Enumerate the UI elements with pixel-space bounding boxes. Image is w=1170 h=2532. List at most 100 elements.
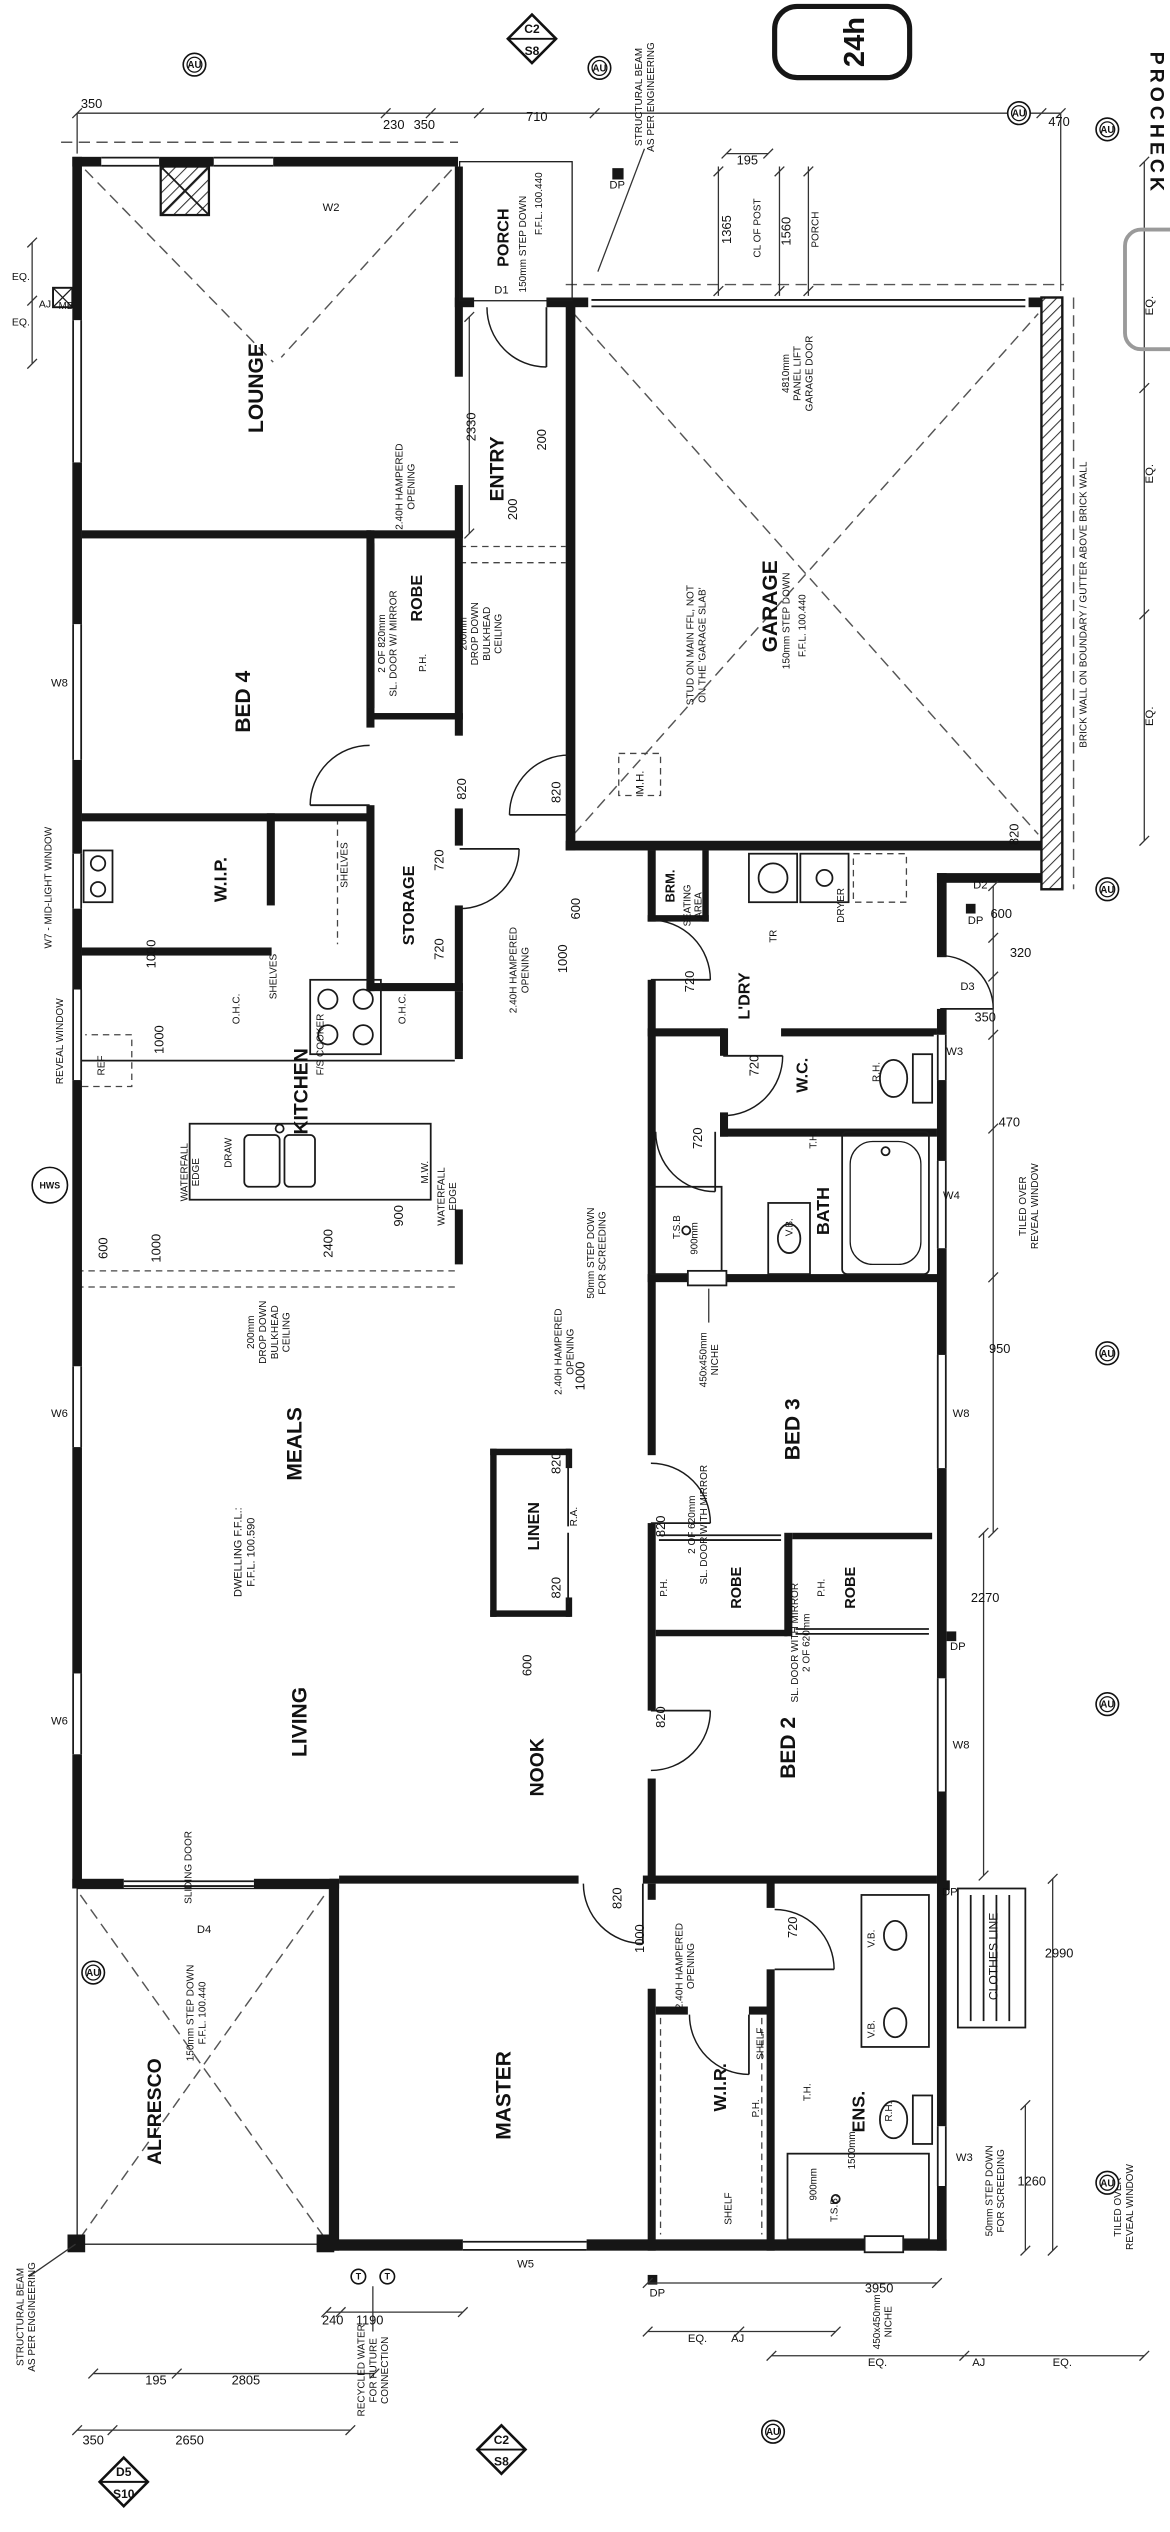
dim-195-bottom: 195: [145, 2373, 166, 2388]
window-w6-meals: [69, 1366, 86, 1448]
label-tr: TR: [768, 930, 779, 943]
svg-text:350: 350: [83, 2432, 104, 2447]
dim-1365: 1365: [719, 215, 734, 244]
svg-text:T.S.B.: T.S.B.: [830, 2195, 841, 2222]
svg-text:820: 820: [549, 781, 564, 803]
svg-text:2 OF 820mmSL. DOOR W/ MIRROR: 2 OF 820mmSL. DOOR W/ MIRROR: [377, 590, 400, 696]
storage-door-arc: [459, 848, 520, 910]
label-tsb-ens: T.S.B.: [830, 2195, 841, 2222]
downpipe-3: [946, 1631, 957, 1642]
svg-text:PORCH: PORCH: [810, 212, 821, 248]
alfresco-post-2: [316, 2234, 335, 2253]
label-porch-dim: PORCH: [810, 212, 821, 248]
svg-text:ALFRESCO: ALFRESCO: [144, 2058, 166, 2165]
svg-text:720: 720: [746, 1055, 761, 1077]
svg-text:T: T: [385, 2272, 391, 2282]
cooktop: [309, 978, 382, 1056]
svg-text:STRUCTURAL BEAMAS PER ENGINEER: STRUCTURAL BEAMAS PER ENGINEERING: [15, 2262, 38, 2372]
dim-950-right: 950: [989, 1341, 1010, 1356]
svg-text:TILED OVERREVEAL WINDOW: TILED OVERREVEAL WINDOW: [1018, 1163, 1041, 1249]
svg-text:M.W.: M.W.: [420, 1161, 431, 1184]
dim-820-master: 820: [610, 1887, 625, 1909]
svg-text:M.H.: M.H.: [635, 771, 647, 795]
label-rh-ens: R.H.: [884, 2102, 895, 2122]
note-bulkhead-meals: 200mmDROP DOWNBULKHEADCEILING: [246, 1301, 292, 1364]
svg-text:1000: 1000: [573, 1362, 588, 1391]
fixtures-layer: [76, 161, 1027, 2254]
svg-text:AU: AU: [86, 1968, 100, 1979]
code-w3-wc: W3: [946, 1046, 963, 1058]
dim-1190-bottom: 1190: [356, 2313, 384, 2328]
svg-text:WATERFALLEDGE: WATERFALLEDGE: [179, 1143, 202, 1202]
code-dp-laundry: DP: [968, 915, 984, 927]
dim-200-entry-1: 200: [505, 499, 520, 521]
svg-text:1260: 1260: [1018, 2174, 1047, 2189]
svg-text:2990: 2990: [1045, 1946, 1074, 1961]
svg-text:200mmDROP DOWNBULKHEADCEILING: 200mmDROP DOWNBULKHEADCEILING: [246, 1301, 292, 1364]
code-eq-bottom-2: EQ.: [868, 2357, 887, 2369]
downpipe-1: [612, 168, 624, 180]
dim-350-bottom: 350: [83, 2432, 104, 2447]
svg-text:P.H.: P.H.: [751, 2099, 762, 2117]
svg-text:AU: AU: [188, 60, 202, 71]
svg-text:710: 710: [526, 109, 547, 124]
svg-text:950: 950: [989, 1341, 1010, 1356]
svg-text:900: 900: [391, 1205, 406, 1227]
bath-shower-base: [650, 1185, 723, 1275]
dimension-ticks: [26, 107, 1150, 2436]
label-ph-robe-bed3: P.H.: [659, 1579, 670, 1597]
svg-text:DWELLING F.F.L.:F.F.L. 100.590: DWELLING F.F.L.:F.F.L. 100.590: [233, 1507, 258, 1597]
window-lounge-front-1: [101, 153, 160, 170]
room-bath: BATH: [813, 1187, 833, 1235]
label-ra: R.A.: [569, 1507, 580, 1526]
label-vb-ens-1: V.B.: [867, 1930, 878, 1948]
bed3-door-arc: [650, 1462, 712, 1524]
marker-t-1: T: [350, 2268, 367, 2285]
svg-text:W.I.P.: W.I.P.: [210, 857, 230, 902]
svg-text:EQ.: EQ.: [12, 272, 30, 283]
note-recycled-water: RECYCLED WATERFOR FUTURECONNECTION: [357, 2324, 391, 2416]
dim-720-ens: 720: [785, 1917, 800, 1939]
stamp-24h-text: 24h: [839, 17, 871, 67]
svg-text:470: 470: [1048, 114, 1069, 129]
svg-text:DP: DP: [950, 1641, 966, 1653]
svg-text:2650: 2650: [175, 2432, 204, 2447]
label-w7-midlight: W7 - MID-LIGHT WINDOW: [44, 826, 55, 948]
code-dp-bottom: DP: [650, 2288, 666, 2300]
svg-text:350: 350: [81, 96, 102, 111]
window-w8-bed2: [933, 1678, 950, 1792]
downpipe-5: [647, 2274, 658, 2285]
label-th-bath: T.H.: [809, 1131, 820, 1149]
svg-text:W8: W8: [953, 1408, 970, 1420]
room-entry: ENTRY: [486, 436, 508, 501]
svg-text:W8: W8: [953, 1740, 970, 1752]
svg-text:1000: 1000: [555, 944, 570, 973]
svg-text:AU: AU: [593, 63, 607, 74]
svg-text:BRICK WALL ON BOUNDARY / GUTTE: BRICK WALL ON BOUNDARY / GUTTER ABOVE BR…: [1079, 461, 1090, 748]
svg-text:WATERFALLEDGE: WATERFALLEDGE: [436, 1167, 459, 1226]
label-cl-of-post-top: CL OF POST: [752, 198, 763, 257]
room-wir: W.I.R.: [710, 2063, 730, 2111]
label-tsb-bath: T.S.B: [672, 1215, 683, 1239]
svg-text:R.H.: R.H.: [871, 1062, 882, 1082]
svg-text:2.40H HAMPEREDOPENING: 2.40H HAMPEREDOPENING: [395, 444, 418, 530]
svg-text:W6: W6: [51, 1715, 68, 1727]
code-aj-bottom-2: AJ: [972, 2357, 985, 2369]
svg-text:W8: W8: [51, 677, 68, 689]
svg-text:D4: D4: [197, 1924, 211, 1936]
dim-470-top: 470: [1048, 114, 1069, 129]
svg-text:BED 2: BED 2: [777, 1717, 800, 1779]
label-vb-bath: V.B.: [785, 1218, 796, 1236]
bed4-door-arc: [309, 744, 370, 806]
svg-text:320: 320: [1010, 945, 1031, 960]
ens-door-arc: [774, 1908, 835, 1970]
svg-text:2.40H HAMPEREDOPENING: 2.40H HAMPEREDOPENING: [554, 1309, 577, 1395]
dim-600-nook: 600: [520, 1655, 535, 1677]
window-w3-ens: [933, 2126, 950, 2186]
room-brm: BRM.: [663, 870, 678, 903]
svg-text:900mm: 900mm: [690, 1222, 701, 1254]
note-alfresco-step: 150mm STEP DOWNF.F.L. 100.440: [186, 1965, 209, 2062]
label-reveal-window: REVEAL WINDOW: [55, 998, 66, 1084]
svg-text:820: 820: [549, 1577, 564, 1599]
